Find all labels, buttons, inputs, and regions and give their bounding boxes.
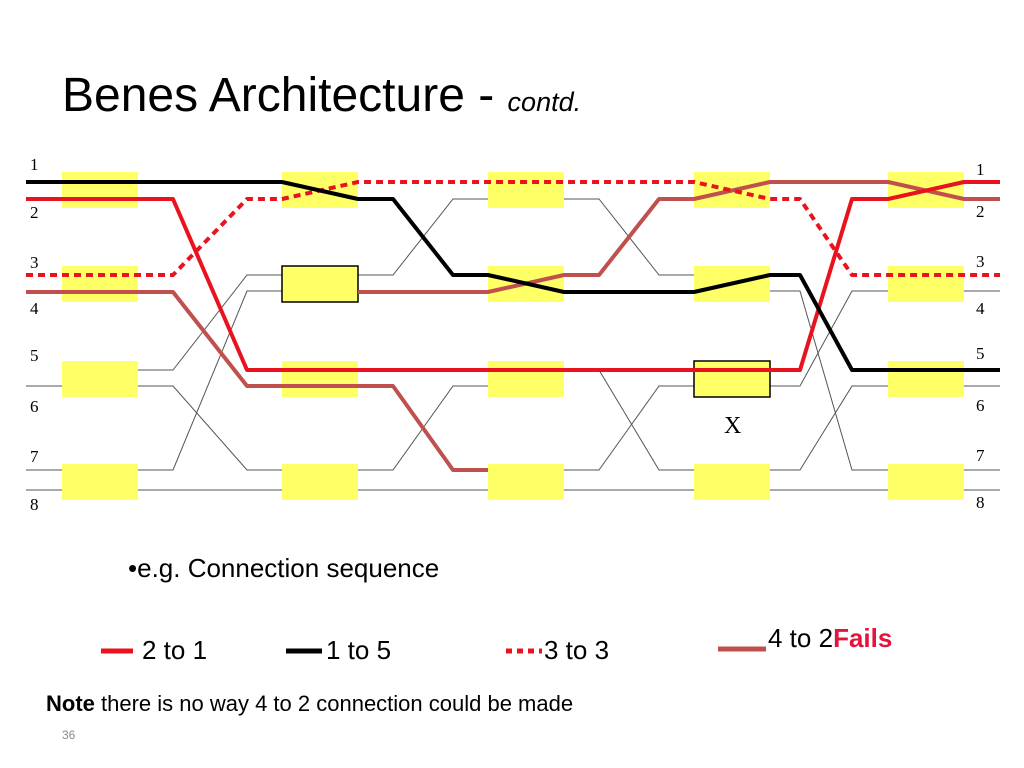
switch-box xyxy=(62,361,138,397)
input-port-label: 8 xyxy=(30,495,39,514)
switch-box xyxy=(888,361,964,397)
page-number: 36 xyxy=(62,728,76,742)
note-text: Note there is no way 4 to 2 connection c… xyxy=(46,691,573,717)
output-port-label: 8 xyxy=(976,493,985,512)
output-port-label: 3 xyxy=(976,252,985,271)
output-port-label: 7 xyxy=(976,446,985,465)
output-port-label: 5 xyxy=(976,344,985,363)
input-port-labels: 1 2 3 4 5 6 7 8 xyxy=(30,155,39,514)
switch-box xyxy=(282,464,358,500)
switch-box-blocked xyxy=(693,360,771,398)
example-caption: •e.g. Connection sequence xyxy=(128,553,440,583)
note-bold-label: Note xyxy=(46,691,95,716)
wiring xyxy=(26,198,1000,491)
switch-box xyxy=(62,266,138,302)
legend-label: 2 to 1 xyxy=(142,635,208,665)
switch-box xyxy=(62,464,138,500)
switch-box xyxy=(694,464,770,500)
legend-swatch-black-solid xyxy=(286,648,322,653)
output-port-labels: 1 2 3 4 5 6 7 8 xyxy=(976,160,985,512)
benes-network-diagram: 1 2 3 4 5 6 7 8 1 2 3 4 5 6 7 8 X xyxy=(26,155,1000,514)
switch-box xyxy=(888,464,964,500)
legend-label: 4 to 2 xyxy=(768,623,834,653)
legend-label: 1 to 5 xyxy=(326,635,392,665)
switch-box xyxy=(488,361,564,397)
legend-item-1-to-5: 1 to 5 xyxy=(286,635,391,666)
title-subtitle: contd. xyxy=(507,87,582,117)
output-port-label: 1 xyxy=(976,160,985,179)
path-3-to-3 xyxy=(26,180,1000,277)
switch-box xyxy=(282,361,358,397)
blocked-marker: X xyxy=(724,413,741,439)
input-port-label: 4 xyxy=(30,299,39,318)
input-port-label: 3 xyxy=(30,253,39,272)
legend-swatch-red-dotted xyxy=(506,648,542,653)
slide-title: Benes Architecture - contd. xyxy=(62,69,582,122)
switch-box xyxy=(888,266,964,302)
input-port-label: 7 xyxy=(30,447,39,466)
switch-grid xyxy=(62,172,964,500)
switch-box xyxy=(488,464,564,500)
switch-box xyxy=(62,172,138,208)
input-port-label: 6 xyxy=(30,397,39,416)
fails-label: Fails xyxy=(833,623,893,653)
path-1-to-5 xyxy=(26,180,1000,372)
legend-label: 3 to 3 xyxy=(544,635,610,665)
input-port-label: 5 xyxy=(30,346,39,365)
legend-swatch-red-solid xyxy=(101,648,133,653)
output-port-label: 6 xyxy=(976,396,985,415)
switch-box-outlined xyxy=(281,265,359,303)
input-port-label: 2 xyxy=(30,203,39,222)
legend-item-3-to-3: 3 to 3 xyxy=(506,635,609,666)
path-4-to-2 xyxy=(26,290,488,472)
path-2-to-1 xyxy=(26,180,1000,372)
output-port-label: 2 xyxy=(976,202,985,221)
legend-item-2-to-1: 2 to 1 xyxy=(101,635,207,666)
input-port-label: 1 xyxy=(30,155,39,174)
switch-box xyxy=(488,172,564,208)
note-body: there is no way 4 to 2 connection could … xyxy=(94,691,574,716)
legend-swatch-brown-solid xyxy=(718,646,766,651)
output-port-label: 4 xyxy=(976,299,985,318)
legend-item-4-to-2: 4 to 2 Fails xyxy=(718,623,892,660)
